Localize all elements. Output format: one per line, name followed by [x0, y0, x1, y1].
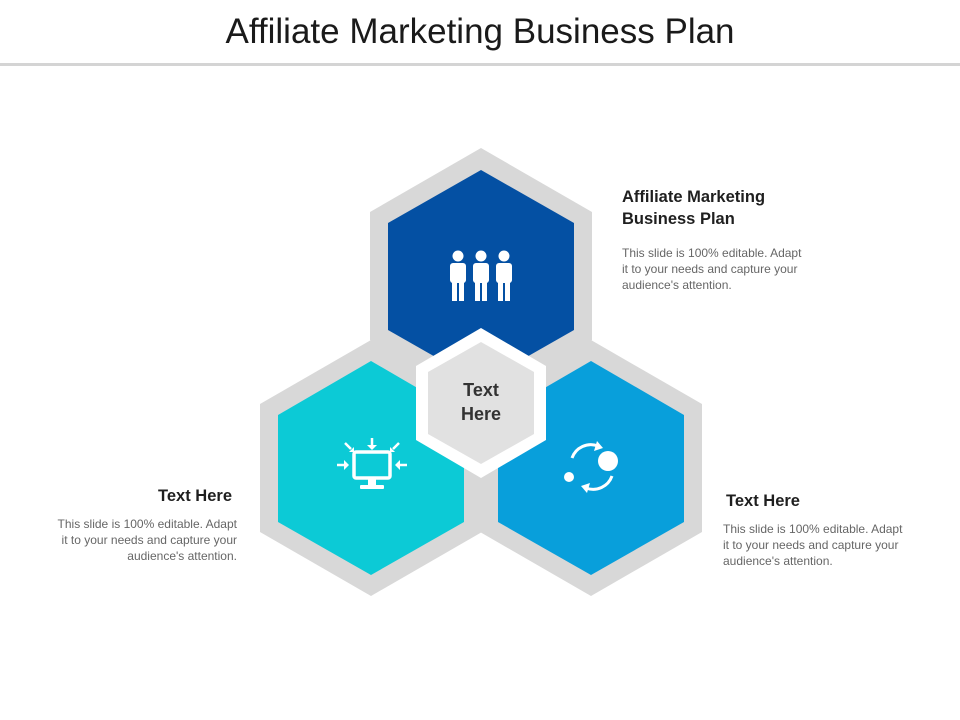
center-hex: [428, 342, 534, 464]
item-3-heading: Text Here: [726, 492, 800, 510]
refresh-cycle-icon: [564, 441, 618, 493]
item-3-body-line3: audience's attention.: [723, 554, 833, 568]
item-1-heading: Affiliate Marketing Business Plan: [622, 186, 842, 230]
item-2-body-line3: audience's attention.: [127, 549, 237, 563]
center-label-line2: Here: [460, 404, 502, 424]
item-2-body-line1: This slide is 100% editable. Adapt: [57, 517, 237, 531]
item-1-heading-line2: Business Plan: [622, 210, 735, 228]
item-2-body-line2: it to your needs and capture your: [61, 533, 237, 547]
item-3-body-line2: it to your needs and capture your: [723, 538, 899, 552]
item-1-body-line1: This slide is 100% editable. Adapt: [622, 246, 802, 260]
item-3-body: This slide is 100% editable. Adapt it to…: [723, 521, 928, 569]
item-3-body-line1: This slide is 100% editable. Adapt: [723, 522, 903, 536]
team-icon: [450, 250, 512, 301]
center-label: Text Here: [431, 378, 531, 426]
title-divider: [0, 63, 960, 66]
slide-title: Affiliate Marketing Business Plan: [225, 12, 735, 51]
item-2-body: This slide is 100% editable. Adapt it to…: [30, 516, 237, 564]
item-1-body-line2: it to your needs and capture your: [622, 262, 798, 276]
computer-monitor-icon: [337, 438, 407, 489]
item-1-body: This slide is 100% editable. Adapt it to…: [622, 245, 827, 293]
item-1-heading-line1: Affiliate Marketing: [622, 188, 766, 206]
item-2-heading: Text Here: [158, 487, 232, 505]
center-label-line1: Text: [463, 380, 499, 400]
item-1-body-line3: audience's attention.: [622, 278, 732, 292]
